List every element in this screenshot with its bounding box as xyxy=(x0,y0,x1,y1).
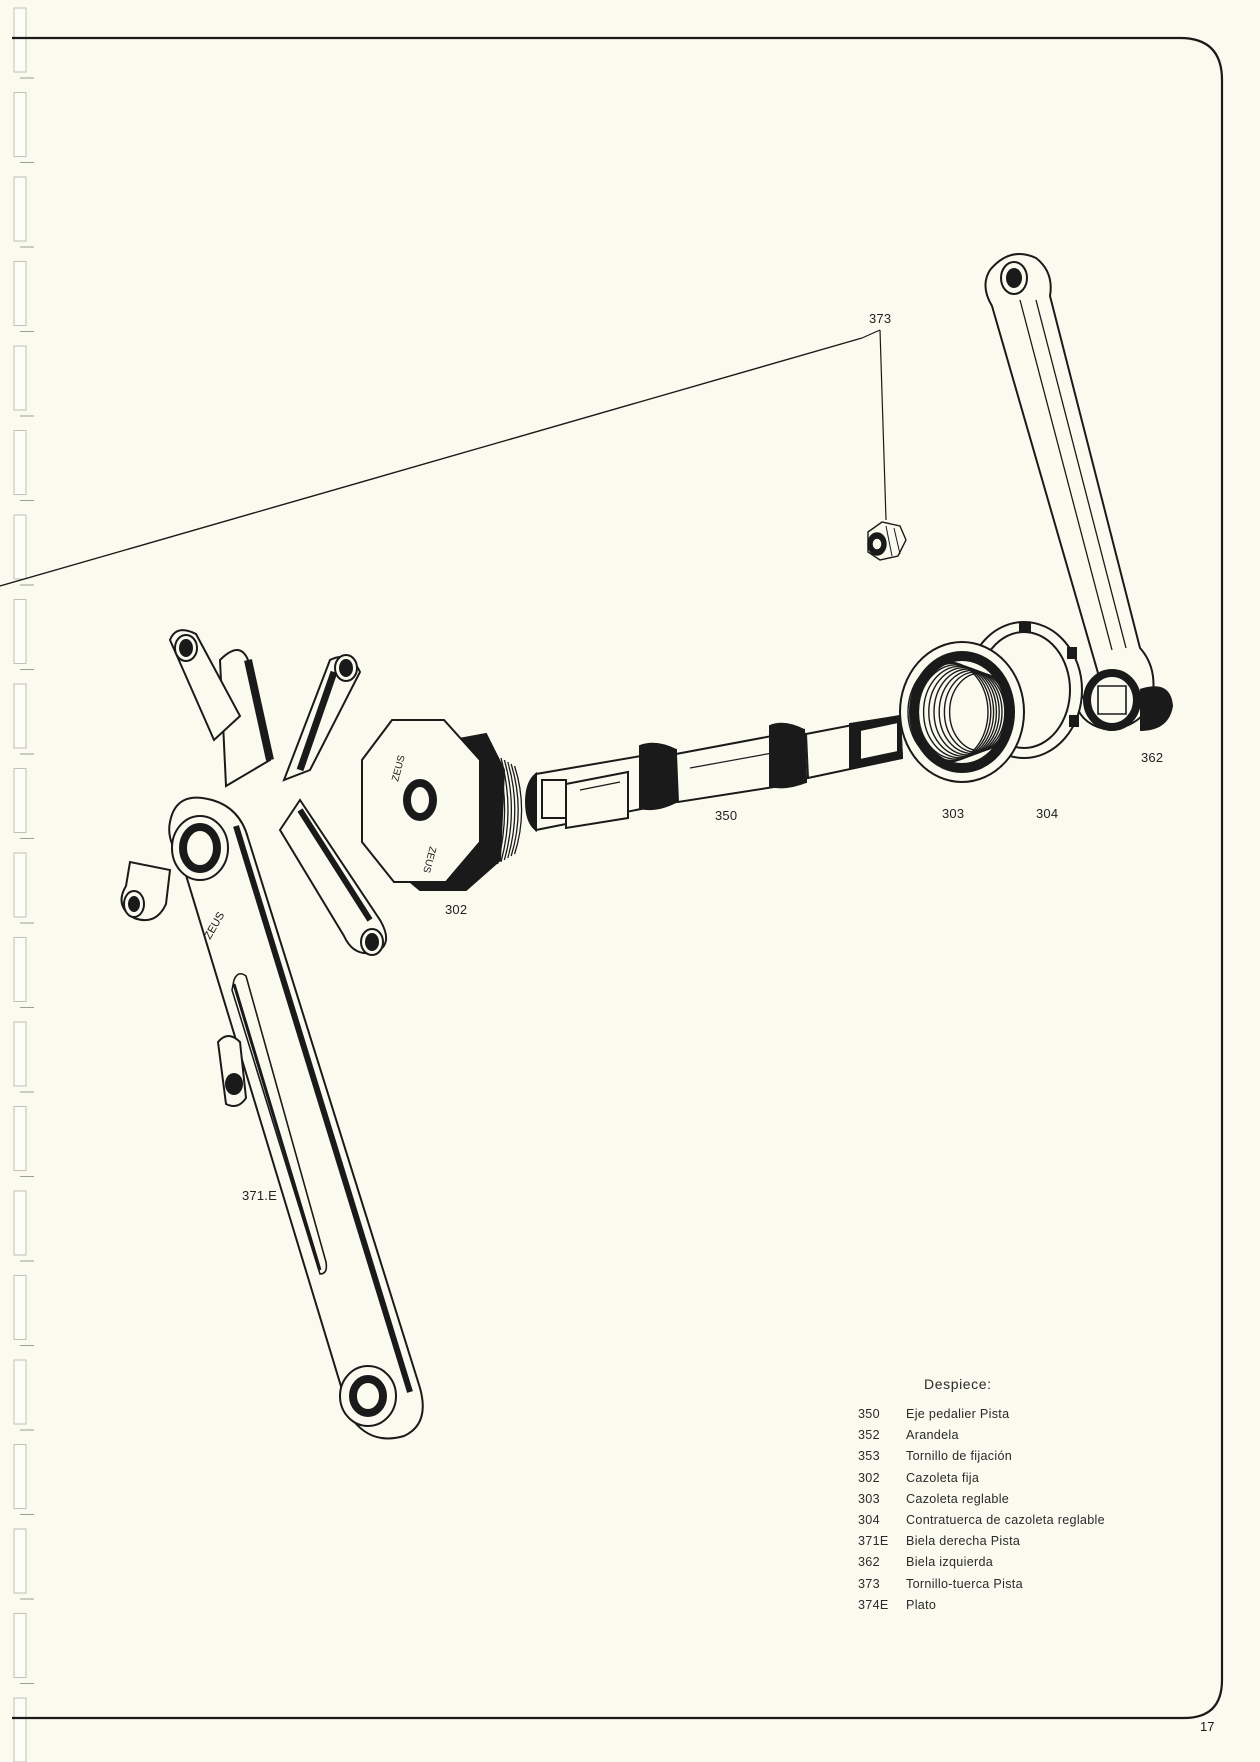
callout-373: 373 xyxy=(869,311,892,326)
legend-row: 303 Cazoleta reglable xyxy=(858,1489,1178,1510)
legend-row: 362 Biela izquierda xyxy=(858,1552,1178,1573)
legend-description: Cazoleta fija xyxy=(906,1470,980,1485)
legend-description: Tornillo de fijación xyxy=(906,1449,1013,1464)
axle-350 xyxy=(524,714,904,833)
callout-362: 362 xyxy=(1141,750,1164,765)
legend-row: 302 Cazoleta fija xyxy=(858,1468,1178,1489)
right-crank-371e xyxy=(120,629,424,1440)
legend-description: Tornillo-tuerca Pista xyxy=(906,1576,1023,1591)
fixed-cup-302 xyxy=(361,719,523,891)
legend-row: 374E Plato xyxy=(858,1595,1178,1616)
legend-description: Contratuerca de cazoleta reglable xyxy=(906,1513,1105,1528)
legend-code: 350 xyxy=(858,1407,880,1421)
page-number: 17 xyxy=(1200,1719,1215,1734)
legend-code: 352 xyxy=(858,1428,880,1443)
cup-logo-top: ZEUS xyxy=(390,754,408,783)
left-crank-362 xyxy=(984,253,1174,732)
legend-row: 373 Tornillo-tuerca Pista xyxy=(858,1574,1178,1595)
parts-legend: Despiece: 350 Eje pedalier Pista 352 Arande… xyxy=(858,1376,1178,1616)
callout-303: 303 xyxy=(942,806,965,821)
legend-row: 371E Biela derecha Pista xyxy=(858,1531,1178,1552)
legend-description: Plato xyxy=(906,1597,937,1612)
legend-code: 353 xyxy=(858,1449,880,1464)
cup-logo-bottom: ZEUS xyxy=(420,845,438,874)
callout-371e: 371.E xyxy=(242,1188,277,1203)
bolt-373 xyxy=(867,521,907,561)
spiral-binding xyxy=(0,0,40,1762)
leader-lines-373 xyxy=(861,329,887,521)
callout-302: 302 xyxy=(445,902,468,917)
legend-description: Biela izquierda xyxy=(906,1555,994,1570)
leader-line-374e xyxy=(0,337,863,587)
legend-row: 352 Arandela xyxy=(858,1425,1178,1446)
legend-description: Biela derecha Pista xyxy=(906,1534,1021,1549)
legend-row: 350 Eje pedalier Pista xyxy=(858,1404,1178,1425)
legend-code: 303 xyxy=(858,1491,880,1506)
legend-code: 302 xyxy=(858,1470,880,1485)
legend-code: 304 xyxy=(858,1513,880,1528)
legend-description: Cazoleta reglable xyxy=(906,1491,1010,1506)
callout-304: 304 xyxy=(1036,806,1059,821)
legend-description: Eje pedalier Pista xyxy=(906,1407,1010,1421)
legend-row: 304 Contratuerca de cazoleta reglable xyxy=(858,1510,1178,1531)
legend-row: 353 Tornillo de fijación xyxy=(858,1446,1178,1467)
crank-logo-zeus: ZEUS xyxy=(202,910,227,941)
legend-title: Despiece: xyxy=(924,1376,992,1392)
legend-description: Arandela xyxy=(906,1428,959,1443)
legend-code: 373 xyxy=(858,1576,880,1591)
legend-code: 374E xyxy=(858,1597,889,1612)
callout-350: 350 xyxy=(715,808,738,823)
adjustable-cup-303 xyxy=(899,641,1025,783)
legend-code: 371E xyxy=(858,1534,889,1549)
legend-code: 362 xyxy=(858,1555,880,1570)
